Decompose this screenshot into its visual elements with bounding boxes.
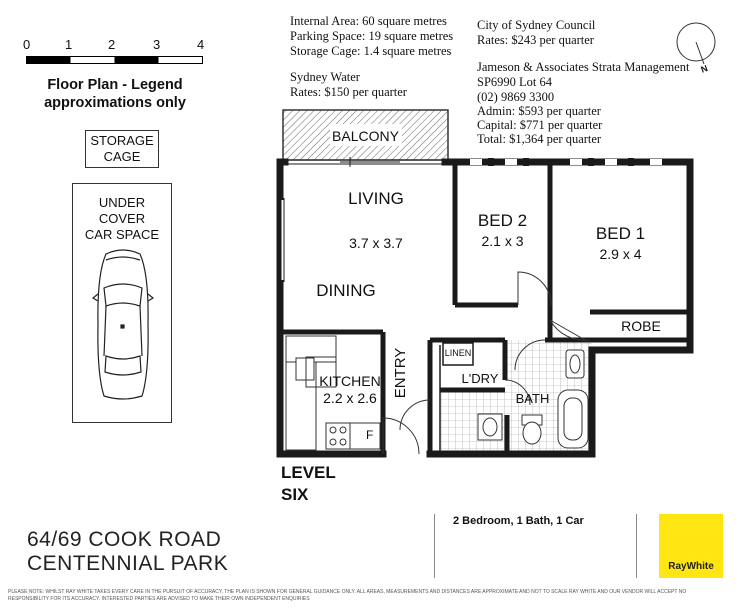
scale-tick-4: 4 bbox=[197, 37, 205, 52]
storage-cage-label-2: CAGE bbox=[103, 149, 141, 164]
level-label-1: LEVEL bbox=[281, 463, 336, 482]
car-icon bbox=[92, 249, 154, 400]
living-dims: 3.7 x 3.7 bbox=[349, 235, 403, 251]
storage-cage-label-1: STORAGE bbox=[90, 133, 154, 148]
robe-label: ROBE bbox=[621, 318, 661, 334]
laundry-label: L'DRY bbox=[461, 371, 499, 386]
strata-capital: Capital: $771 per quarter bbox=[477, 118, 603, 132]
address-line-1: 64/69 COOK ROAD bbox=[27, 528, 222, 551]
scale-tick-2: 2 bbox=[108, 37, 116, 52]
legend-subtitle: approximations only bbox=[44, 95, 186, 111]
legend-title: Floor Plan - Legend bbox=[47, 77, 183, 93]
summary-text: 2 Bedroom, 1 Bath, 1 Car bbox=[453, 515, 584, 527]
address-line-2: CENTENNIAL PARK bbox=[27, 552, 229, 575]
car-space-label-3: CAR SPACE bbox=[84, 227, 160, 242]
floor-plan bbox=[276, 109, 694, 458]
bed1-dims: 2.9 x 4 bbox=[599, 246, 642, 262]
footer-divider-left bbox=[434, 514, 435, 578]
disclaimer-line-2: RESPONSIBILITY FOR ITS ACCURACY. INTERES… bbox=[8, 596, 310, 602]
internal-area: Internal Area: 60 square metres bbox=[290, 14, 447, 28]
living-label: LIVING bbox=[348, 189, 404, 208]
balcony-label: BALCONY bbox=[332, 128, 399, 144]
car-space-label-1: UNDER bbox=[98, 195, 146, 210]
level-label-2: SIX bbox=[281, 485, 309, 504]
kitchen-label: KITCHEN bbox=[319, 373, 381, 389]
kitchen-dims: 2.2 x 2.6 bbox=[323, 390, 377, 406]
scale-tick-3: 3 bbox=[153, 37, 161, 52]
scale-tick-1: 1 bbox=[65, 37, 73, 52]
raywhite-logo-text: RayWhite bbox=[668, 561, 714, 572]
bed1-label: BED 1 bbox=[595, 224, 646, 243]
entry-label: ENTRY bbox=[392, 347, 409, 399]
strata-phone: (02) 9869 3300 bbox=[477, 90, 555, 104]
car-space-box bbox=[72, 183, 172, 423]
car-space-label-2: COVER bbox=[98, 211, 146, 226]
scale-bar bbox=[26, 56, 203, 64]
disclaimer-line-1: PLEASE NOTE: WHILST RAY WHITE TAKES EVER… bbox=[8, 589, 687, 595]
footer-divider-right bbox=[636, 514, 637, 578]
raywhite-logo bbox=[659, 514, 723, 578]
bath-label: BATH bbox=[515, 391, 550, 406]
compass-icon bbox=[676, 22, 716, 65]
parking-area: Parking Space: 19 square metres bbox=[290, 29, 454, 43]
strata-name: Jameson & Associates Strata Management bbox=[477, 60, 690, 74]
fridge-label: F bbox=[366, 428, 374, 442]
dining-label: DINING bbox=[316, 281, 376, 300]
strata-admin: Admin: $593 per quarter bbox=[477, 104, 601, 118]
strata-total: Total: $1,364 per quarter bbox=[477, 132, 602, 146]
water-rates: Rates: $150 per quarter bbox=[290, 85, 407, 99]
scale-tick-0: 0 bbox=[23, 37, 31, 52]
water-name: Sydney Water bbox=[290, 70, 360, 84]
strata-lot: SP6990 Lot 64 bbox=[477, 75, 553, 89]
council-rates: Rates: $243 per quarter bbox=[477, 33, 594, 47]
bed2-dims: 2.1 x 3 bbox=[481, 233, 524, 249]
storage-area: Storage Cage: 1.4 square metres bbox=[290, 44, 452, 58]
linen-label: LINEN bbox=[444, 348, 472, 358]
bed2-label: BED 2 bbox=[477, 211, 528, 230]
storage-cage-box bbox=[85, 130, 159, 168]
council-name: City of Sydney Council bbox=[477, 18, 596, 32]
